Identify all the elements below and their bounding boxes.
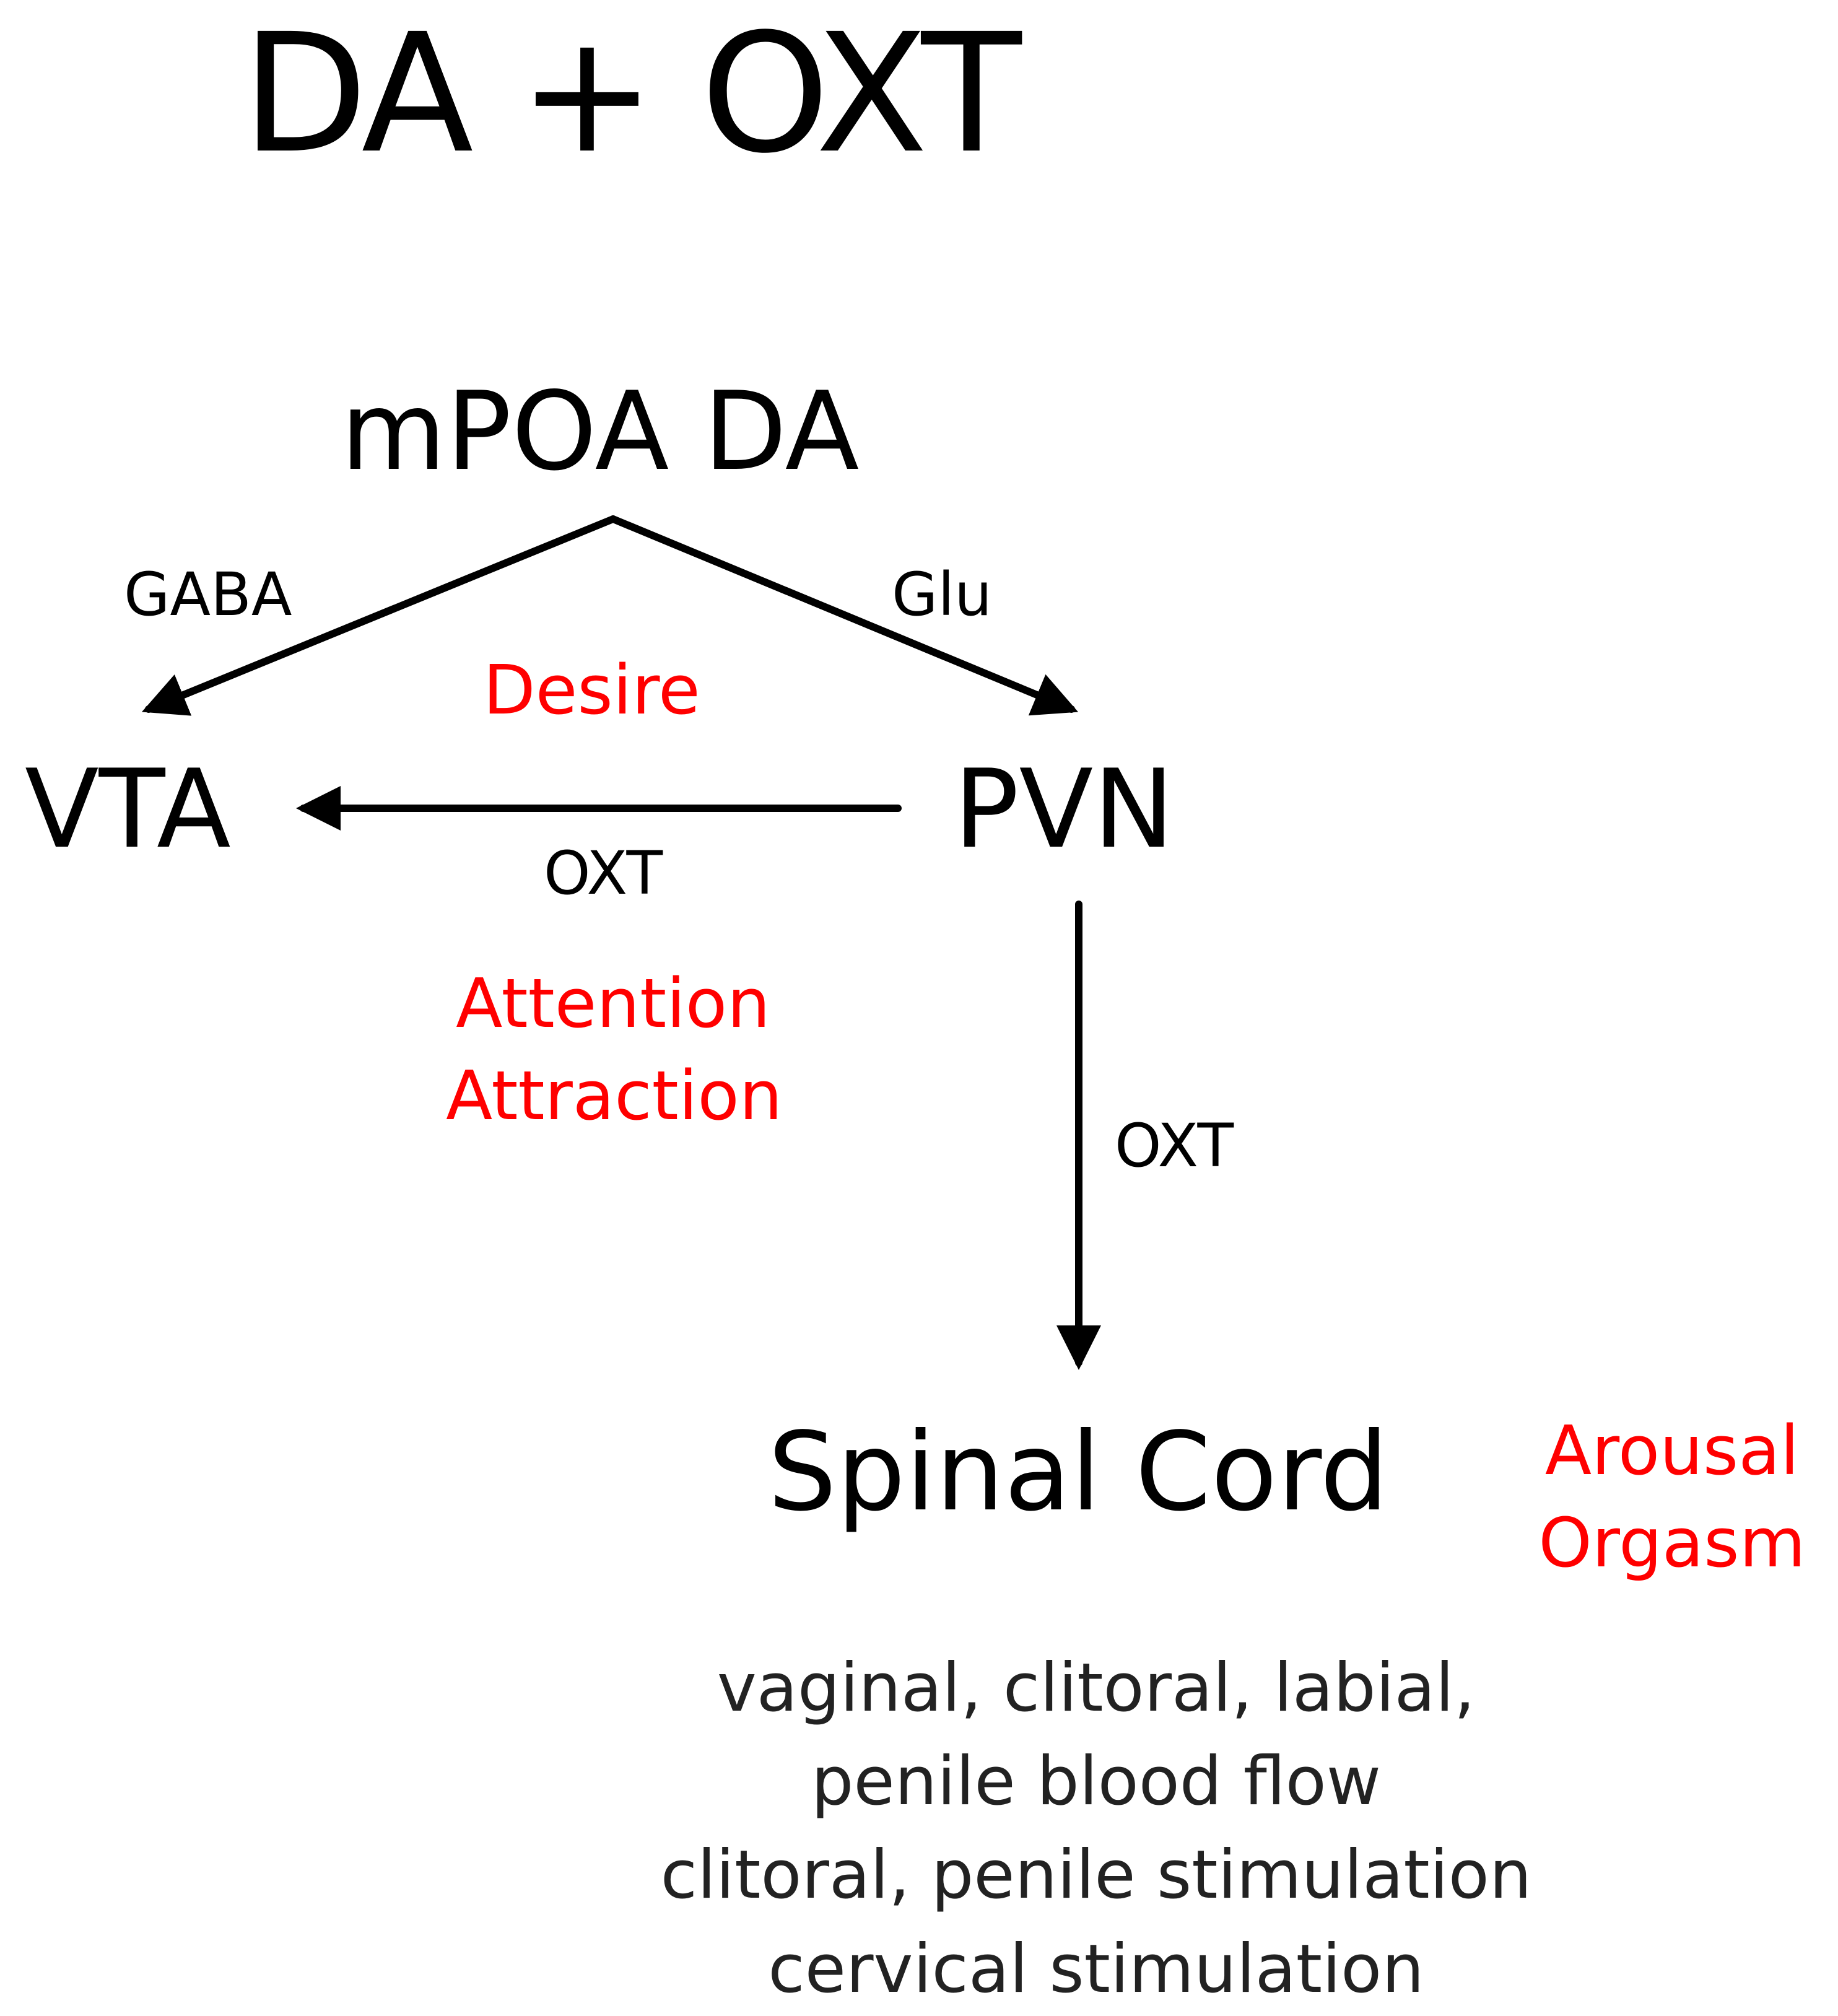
- edge-label-oxt-pvn-spinal: OXT: [1115, 1111, 1234, 1180]
- arrow-mpoa-to-pvn: [609, 515, 1079, 716]
- node-spinal-cord: Spinal Cord: [768, 1410, 1389, 1535]
- node-pvn: PVN: [954, 747, 1175, 873]
- effect-attention-attraction: Attention Attraction: [446, 964, 783, 1135]
- diagram-title: DA + OXT: [242, 0, 1022, 190]
- edge-label-gaba: GABA: [124, 560, 292, 629]
- node-vta: VTA: [25, 747, 231, 873]
- effect-desire: Desire: [483, 650, 700, 730]
- edge-label-glu: Glu: [892, 560, 992, 629]
- edge-label-oxt-pvn-vta: OXT: [544, 839, 663, 908]
- spinal-cord-details: vaginal, clitoral, labial, penile blood …: [660, 1649, 1532, 2008]
- effect-arousal-orgasm: Arousal Orgasm: [1538, 1411, 1806, 1582]
- node-mpoa-da: mPOA DA: [341, 369, 860, 495]
- arrow-mpoa-to-vta: [141, 515, 617, 716]
